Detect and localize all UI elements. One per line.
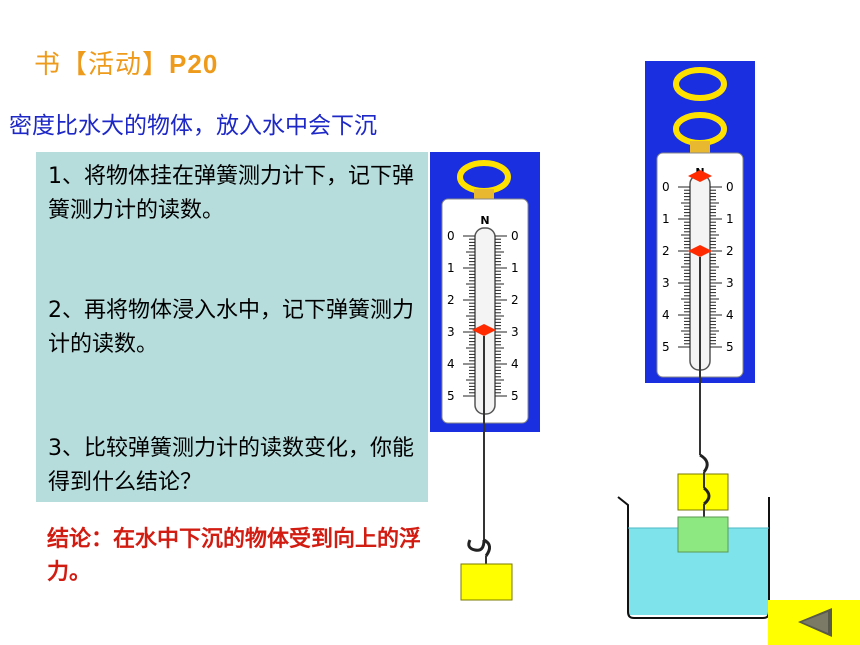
scale_left-tick-label-left: 5 [447, 389, 455, 403]
scale_right-tick-label-right: 3 [726, 276, 734, 290]
scale_right-tick-label-right: 0 [726, 180, 734, 194]
block-in-air [460, 563, 513, 601]
scale_right-tick-label-left: 1 [662, 212, 670, 226]
title-prefix: 书【活动】 [34, 50, 170, 80]
scale-right-zero-marker [688, 170, 712, 182]
scale-left-unit: N [480, 214, 489, 227]
scale_left-tick-label-right: 5 [511, 389, 519, 403]
scale_right-tick-label-right: 4 [726, 308, 734, 322]
scale_left-tick-label-left: 1 [447, 261, 455, 275]
conclusion-text: 结论：在水中下沉的物体受到向上的浮力。 [47, 527, 422, 585]
scale_left-tick-label-right: 2 [511, 293, 519, 307]
step-1-text: 1、将物体挂在弹簧测力计下，记下弹簧测力计的读数。 [48, 164, 414, 223]
block-in-water [677, 516, 729, 553]
spring-scale-left: N 0 0 1 1 2 2 3 3 4 4 5 5 [430, 152, 540, 601]
scale_right-tick-label-left: 5 [662, 340, 670, 354]
scale_left-tick-label-left: 3 [447, 325, 455, 339]
back-button[interactable] [768, 600, 860, 645]
triangle-left-icon [798, 608, 832, 637]
right-hanging-blocks [677, 453, 729, 553]
scale_left-tick-label-right: 1 [511, 261, 519, 275]
scale_right-tick-label-right: 1 [726, 212, 734, 226]
scale_left-tick-label-right: 0 [511, 229, 519, 243]
scale_right-tick-label-left: 4 [662, 308, 670, 322]
scale-left-hook-base [474, 189, 494, 199]
scale_right-tick-label-left: 0 [662, 180, 670, 194]
scale-left-ticks: 0 0 1 1 2 2 3 3 4 4 5 5 [447, 229, 519, 403]
step-2-text: 2、再将物体浸入水中，记下弹簧测力计的读数。 [48, 298, 414, 357]
scale_right-tick-label-left: 2 [662, 244, 670, 258]
scale_left-tick-label-right: 3 [511, 325, 519, 339]
step-3-text: 3、比较弹簧测力计的读数变化，你能得到什么结论？ [48, 436, 414, 495]
scale_left-tick-label-left: 4 [447, 357, 455, 371]
steps-panel: 1、将物体挂在弹簧测力计下，记下弹簧测力计的读数。 2、再将物体浸入水中，记下弹… [36, 152, 428, 502]
scale_left-tick-label-left: 2 [447, 293, 455, 307]
beaker [617, 496, 770, 619]
scale_right-tick-label-right: 2 [726, 244, 734, 258]
slide-subtitle: 密度比水大的物体，放入水中会下沉 [9, 113, 377, 139]
scale-left-hook [467, 539, 486, 552]
slide-title: 书【活动】P20 [34, 44, 218, 81]
scale-left-pointer [472, 324, 496, 336]
scale_left-tick-label-right: 4 [511, 357, 519, 371]
title-page: P20 [169, 49, 219, 79]
scale_left-tick-label-left: 0 [447, 229, 455, 243]
scale_right-tick-label-right: 5 [726, 340, 734, 354]
scale-right-ticks: 0 0 1 1 2 2 3 3 4 4 5 5 [662, 180, 734, 354]
scale-right-pointer [688, 245, 712, 257]
scale-right-ring-top [673, 67, 727, 101]
scale_right-tick-label-left: 3 [662, 276, 670, 290]
